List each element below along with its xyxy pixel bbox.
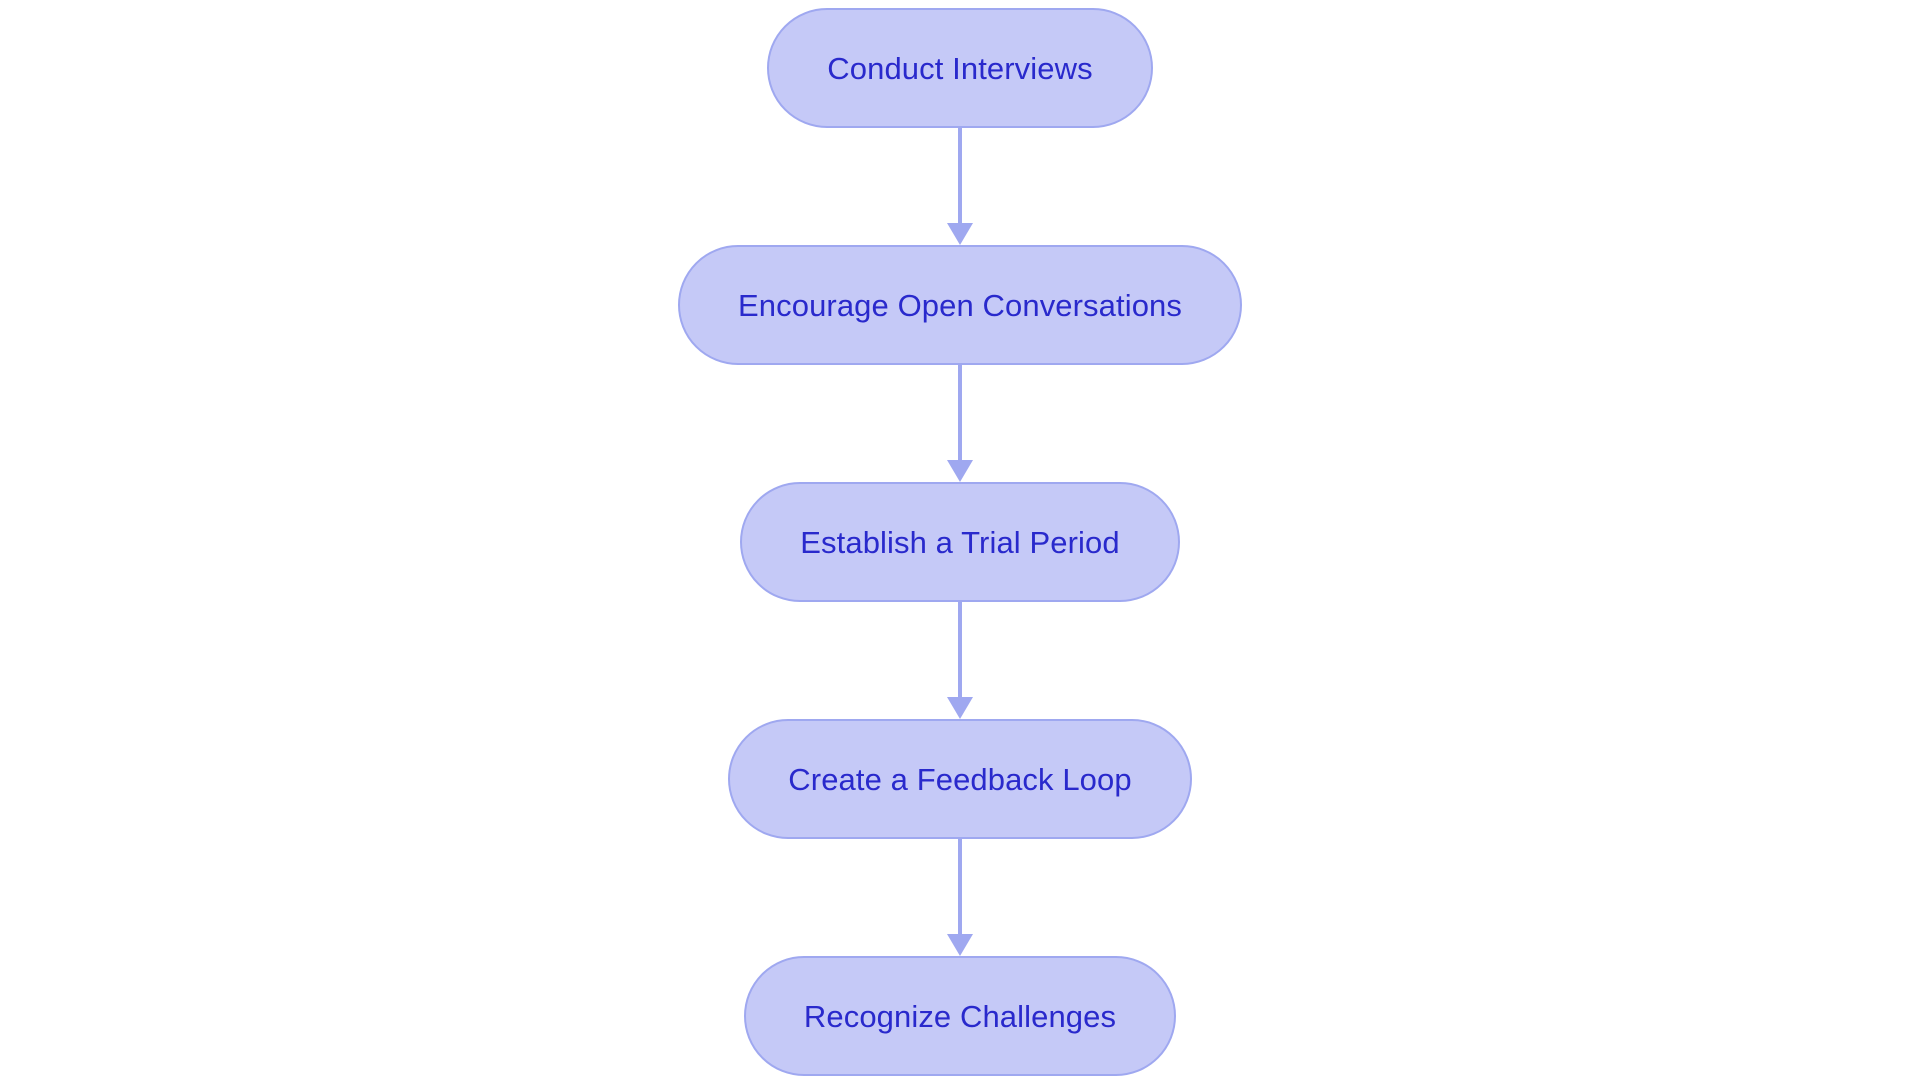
connector-line xyxy=(958,128,962,224)
flow-node-conduct-interviews[interactable]: Conduct Interviews xyxy=(767,8,1153,128)
flow-node-label: Conduct Interviews xyxy=(827,50,1093,86)
flow-node-label: Establish a Trial Period xyxy=(800,524,1120,560)
connector-line xyxy=(958,839,962,935)
down-arrow-icon xyxy=(947,934,973,956)
top-spacer xyxy=(960,0,961,8)
down-arrow-icon xyxy=(947,223,973,245)
flow-connector-4 xyxy=(947,839,973,956)
flow-connector-2 xyxy=(947,365,973,482)
flow-node-establish-a-trial-period[interactable]: Establish a Trial Period xyxy=(740,482,1180,602)
flow-node-label: Recognize Challenges xyxy=(803,998,1117,1034)
flow-node-encourage-open-conversations[interactable]: Encourage Open Conversations xyxy=(678,245,1242,365)
connector-line xyxy=(958,365,962,461)
flow-node-label: Create a Feedback Loop xyxy=(788,761,1132,797)
flow-connector-3 xyxy=(947,602,973,719)
flow-node-create-a-feedback-loop[interactable]: Create a Feedback Loop xyxy=(728,719,1192,839)
flow-node-label: Encourage Open Conversations xyxy=(738,287,1182,323)
flow-node-recognize-challenges[interactable]: Recognize Challenges xyxy=(743,956,1177,1076)
connector-line xyxy=(958,602,962,698)
down-arrow-icon xyxy=(947,697,973,719)
flow-connector-1 xyxy=(947,128,973,245)
down-arrow-icon xyxy=(947,460,973,482)
